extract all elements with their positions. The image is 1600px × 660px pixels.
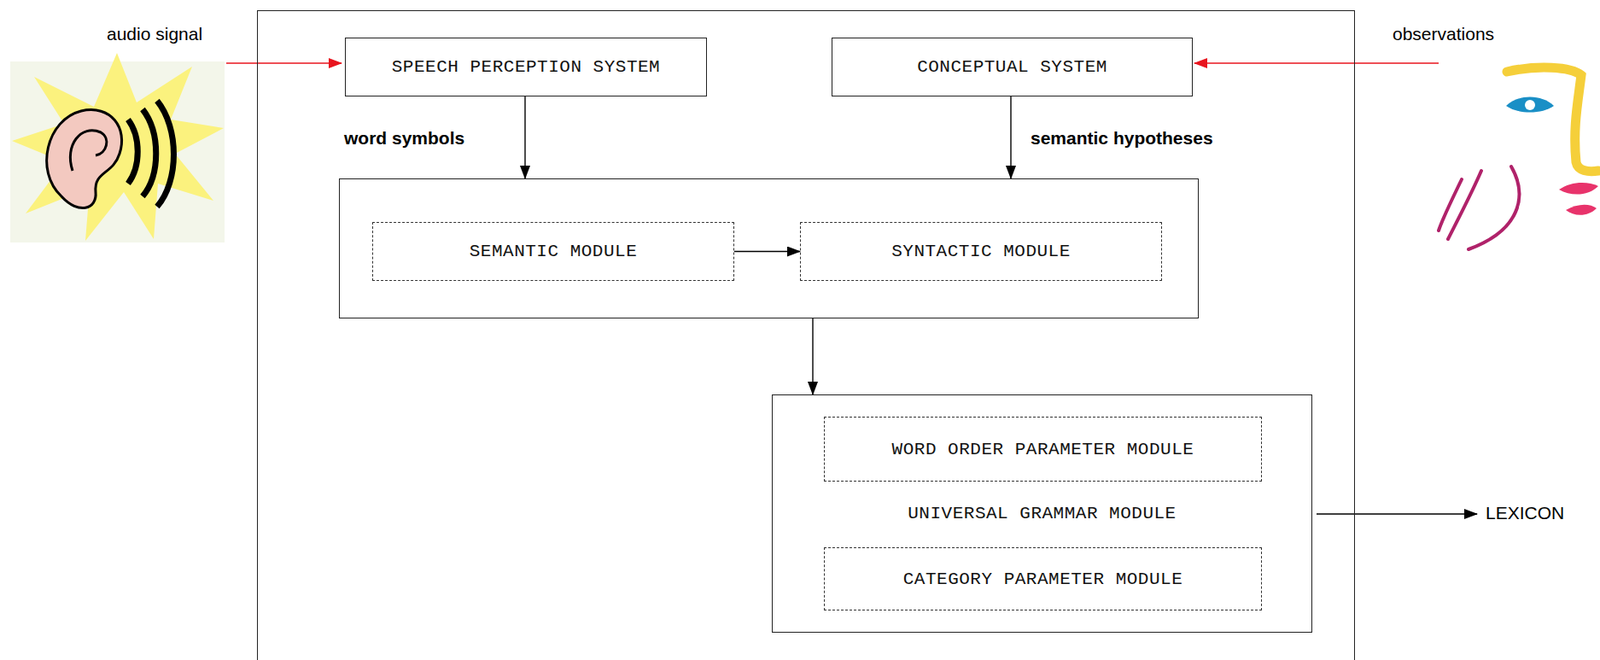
annotation-label: LEXICON [1485,502,1565,524]
module-group: SEMANTIC MODULE SYNTACTIC MODULE [338,178,1199,319]
node-label: SEMANTIC MODULE [469,241,638,262]
input-arrow [226,62,342,64]
flow-arrow [734,251,800,252]
hair-stroke [1506,67,1599,172]
module-box: SEMANTIC MODULE [372,221,735,281]
sound-wave [157,100,175,207]
hand-stroke [1438,179,1462,231]
starburst [11,52,224,241]
node-label: CATEGORY PARAMETER MODULE [903,569,1184,590]
hand-stroke [1468,166,1519,250]
lips [1559,182,1599,195]
ear-inner [70,130,106,171]
node-label: CONCEPTUAL SYSTEM [916,57,1108,77]
sound-wave [128,119,138,184]
lips [1565,204,1597,216]
node-label: WORD ORDER PARAMETER MODULE [892,439,1195,460]
process-box: SPEECH PERCEPTION SYSTEM [344,37,707,97]
eye [1506,97,1554,113]
process-box: CONCEPTUAL SYSTEM [831,37,1193,97]
hand-stroke [1448,170,1482,240]
node-label: SPEECH PERCEPTION SYSTEM [391,57,660,77]
parameter-box: WORD ORDER PARAMETER MODULE [823,416,1262,482]
parameter-box: CATEGORY PARAMETER MODULE [823,547,1262,611]
output-arrow [1316,513,1478,514]
module-group: UNIVERSAL GRAMMAR MODULE WORD ORDER PARAM… [771,394,1313,633]
node-label: SYNTACTIC MODULE [891,241,1071,262]
edge-label: word symbols [344,128,465,149]
annotation-label: observations [1392,23,1495,45]
eye-pupil [1524,99,1536,111]
flow-arrow [1010,96,1011,179]
annotation-label: audio signal [106,23,203,45]
input-arrow [1194,62,1439,64]
sound-wave [142,109,157,197]
edge-label: semantic hypotheses [1030,128,1214,149]
ear-symbol [46,110,123,209]
flow-arrow [811,318,813,395]
system-frame: SPEECH PERCEPTION SYSTEM CONCEPTUAL SYSTE… [256,10,1355,660]
module-box: SYNTACTIC MODULE [800,221,1163,281]
flow-arrow [524,96,526,179]
node-label: UNIVERSAL GRAMMAR MODULE [772,503,1312,524]
